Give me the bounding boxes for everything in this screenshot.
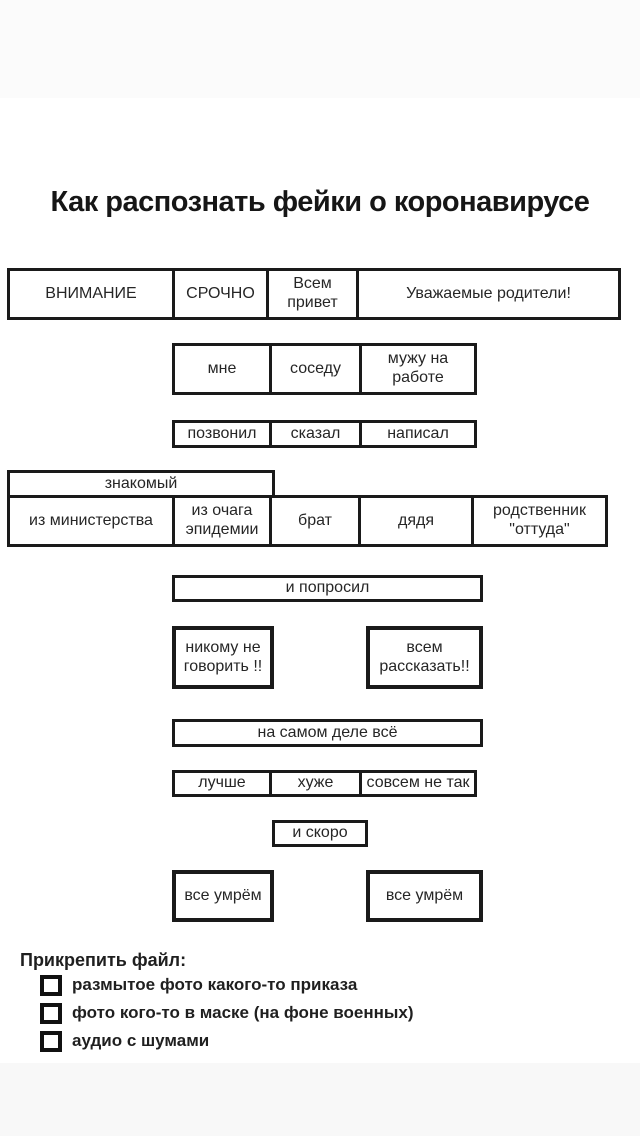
flow-box-hello-all: Всем привет	[266, 268, 359, 320]
attach-item-noisy-audio: аудио с шумами	[40, 1029, 600, 1053]
attach-item-label: аудио с шумами	[72, 1031, 210, 1050]
flow-box-dear-parents: Уважаемые родители!	[356, 268, 621, 320]
flow-box-actually-everything: на самом деле всё	[172, 719, 483, 747]
flow-box-not-like-that: совсем не так	[359, 770, 477, 797]
top-letterbox-band	[0, 0, 640, 98]
flow-row-recipient: мне соседу мужу на работе	[172, 343, 477, 395]
flow-row-instruction-right: всем рассказать!!	[366, 626, 483, 689]
attach-item-mask-photo: фото кого-то в маске (на фоне военных)	[40, 1001, 600, 1025]
attach-file-header: Прикрепить файл:	[20, 950, 187, 970]
flow-box-and-soon: и скоро	[272, 820, 368, 847]
flow-row-source: из министерства из очага эпидемии брат д…	[7, 495, 608, 547]
bottom-letterbox-band	[0, 1063, 640, 1136]
flow-box-better: лучше	[172, 770, 272, 797]
flow-row-greeting: ВНИМАНИЕ СРОЧНО Всем привет Уважаемые ро…	[7, 268, 621, 320]
flow-box-we-all-die-left: все умрём	[172, 870, 274, 922]
flow-row-comparison: лучше хуже совсем не так	[172, 770, 477, 797]
page-title: Как распознать фейки о коронавирусе	[50, 186, 590, 218]
flow-box-brother: брат	[269, 495, 361, 547]
flow-box-and-asked: и попросил	[172, 575, 483, 602]
flow-box-from-epicenter: из очага эпидемии	[172, 495, 272, 547]
checkbox-icon	[40, 1030, 62, 1052]
flow-row-outcome-right: все умрём	[366, 870, 483, 922]
flow-box-from-ministry: из министерства	[7, 495, 175, 547]
checkbox-icon	[40, 1002, 62, 1024]
flow-row-instruction-left: никому не говорить !!	[172, 626, 274, 689]
attach-item-label: фото кого-то в маске (на фоне военных)	[72, 1003, 414, 1022]
checkbox-icon	[40, 974, 62, 996]
flow-row-reality: на самом деле всё	[172, 719, 483, 747]
flow-box-tell-everyone: всем рассказать!!	[366, 626, 483, 689]
flow-box-relative-from-there: родственник "оттуда"	[471, 495, 608, 547]
flow-row-source-header: знакомый	[7, 470, 275, 498]
flow-row-request: и попросил	[172, 575, 483, 602]
flow-box-to-neighbor: соседу	[269, 343, 362, 395]
flow-box-said: сказал	[269, 420, 362, 448]
flow-box-worse: хуже	[269, 770, 362, 797]
flow-box-acquaintance: знакомый	[7, 470, 275, 498]
flow-box-tell-no-one: никому не говорить !!	[172, 626, 274, 689]
flow-box-urgent: СРОЧНО	[172, 268, 269, 320]
attach-item-label: размытое фото какого-то приказа	[72, 975, 358, 994]
flow-row-action: позвонил сказал написал	[172, 420, 477, 448]
flow-box-called: позвонил	[172, 420, 272, 448]
flow-box-to-husband: мужу на работе	[359, 343, 477, 395]
attach-item-blurry-photo: размытое фото какого-то приказа	[40, 973, 600, 997]
flow-box-to-me: мне	[172, 343, 272, 395]
flow-row-soon: и скоро	[272, 820, 368, 847]
flow-row-outcome-left: все умрём	[172, 870, 274, 922]
flow-box-uncle: дядя	[358, 495, 474, 547]
flow-box-attention: ВНИМАНИЕ	[7, 268, 175, 320]
flow-box-wrote: написал	[359, 420, 477, 448]
flow-box-we-all-die-right: все умрём	[366, 870, 483, 922]
